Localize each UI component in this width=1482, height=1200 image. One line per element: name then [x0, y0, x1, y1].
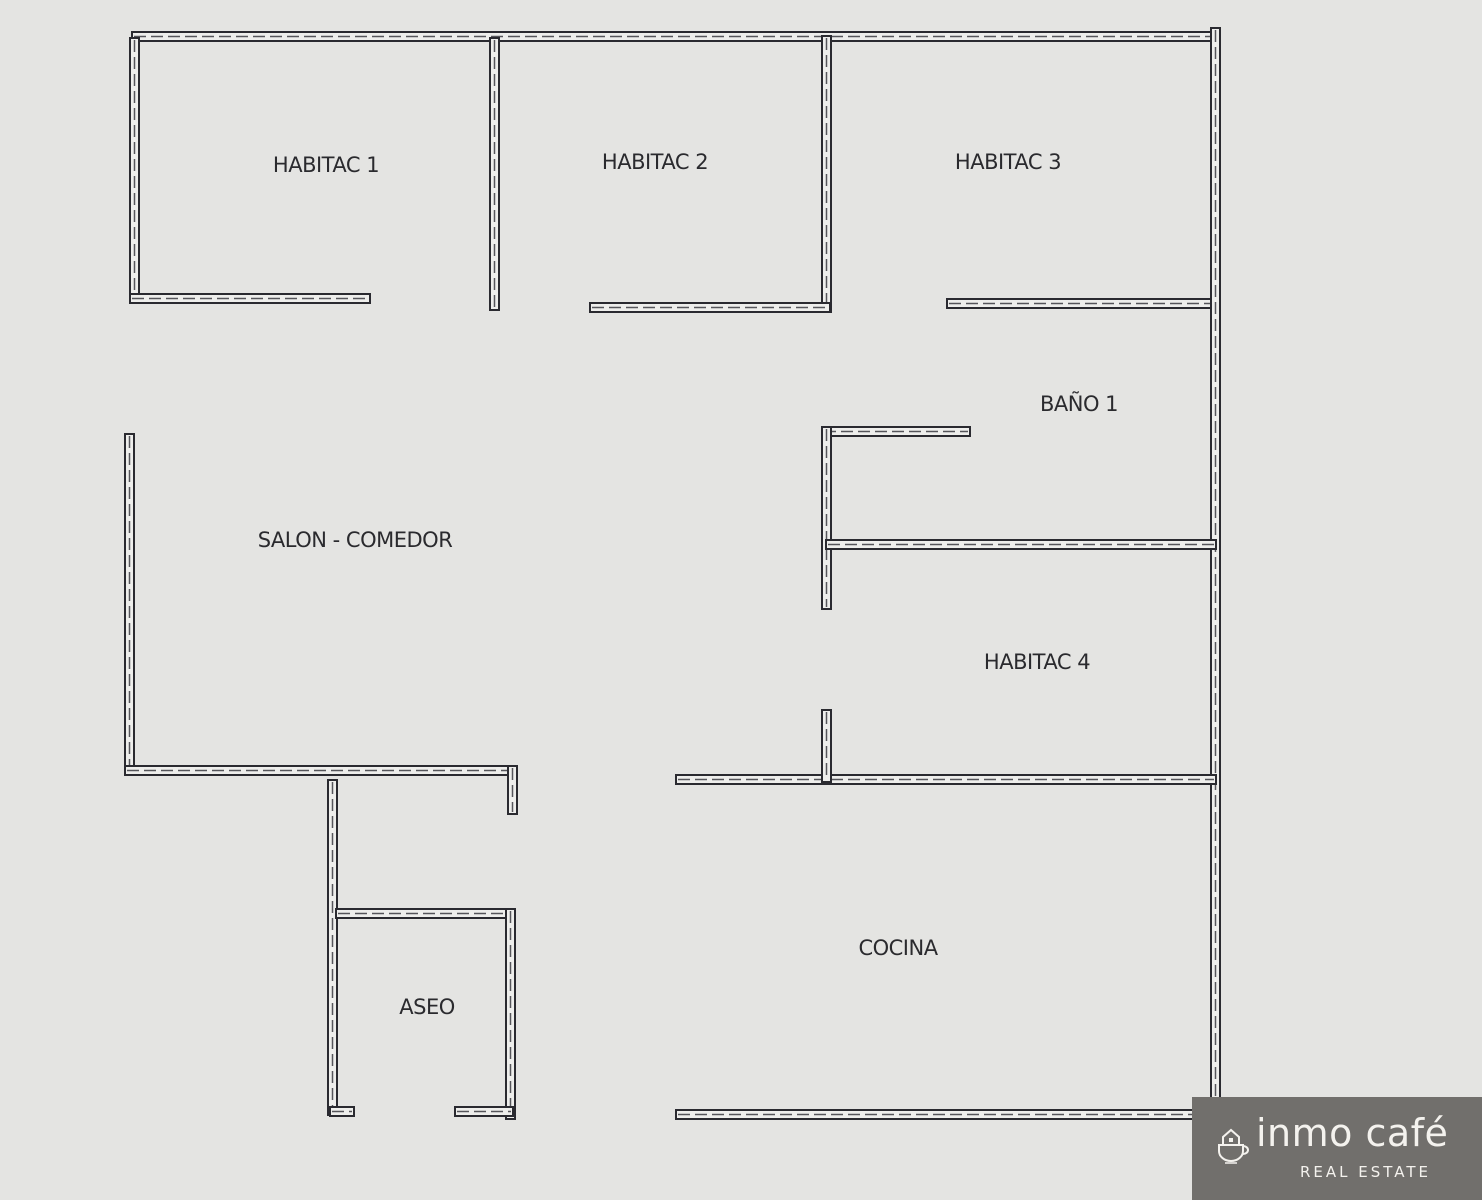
- room-label-aseo: ASEO: [399, 995, 455, 1019]
- wall-segment: [675, 774, 1217, 785]
- wall-segment: [821, 426, 832, 610]
- brand-logo: inmo café REAL ESTATE: [1192, 1097, 1482, 1200]
- wall-segment: [821, 35, 832, 313]
- wall-segment: [825, 539, 1217, 550]
- room-label-habitac-1: HABITAC 1: [272, 153, 380, 177]
- wall-segment: [129, 37, 140, 303]
- house-in-coffee-cup-icon: [1218, 1128, 1249, 1164]
- wall-segment: [1210, 27, 1221, 1129]
- wall-segment: [946, 298, 1218, 309]
- room-label-habitac-2: HABITAC 2: [601, 150, 709, 174]
- wall-segment: [507, 765, 518, 815]
- wall-segment: [329, 1106, 355, 1117]
- room-label-bano-1: BAÑO 1: [1039, 392, 1119, 416]
- room-label-habitac-3: HABITAC 3: [954, 150, 1062, 174]
- wall-segment: [821, 426, 971, 437]
- wall-segment: [327, 779, 338, 1116]
- wall-segment: [131, 31, 1221, 42]
- room-label-cocina: COCINA: [858, 936, 938, 960]
- wall-segment: [489, 37, 500, 311]
- wall-segment: [124, 433, 135, 775]
- wall-segment: [129, 293, 371, 304]
- wall-segment: [505, 908, 516, 1120]
- wall-segment: [335, 908, 515, 919]
- brand-tagline: REAL ESTATE: [1300, 1163, 1432, 1181]
- room-label-habitac-4: HABITAC 4: [983, 650, 1091, 674]
- wall-segment: [589, 302, 831, 313]
- wall-segment: [675, 1109, 1222, 1120]
- wall-segment: [454, 1106, 514, 1117]
- brand-name: inmo café: [1256, 1111, 1449, 1155]
- wall-segment: [124, 765, 516, 776]
- room-label-salon-comedor: SALON - COMEDOR: [257, 528, 453, 552]
- wall-segment: [821, 709, 832, 783]
